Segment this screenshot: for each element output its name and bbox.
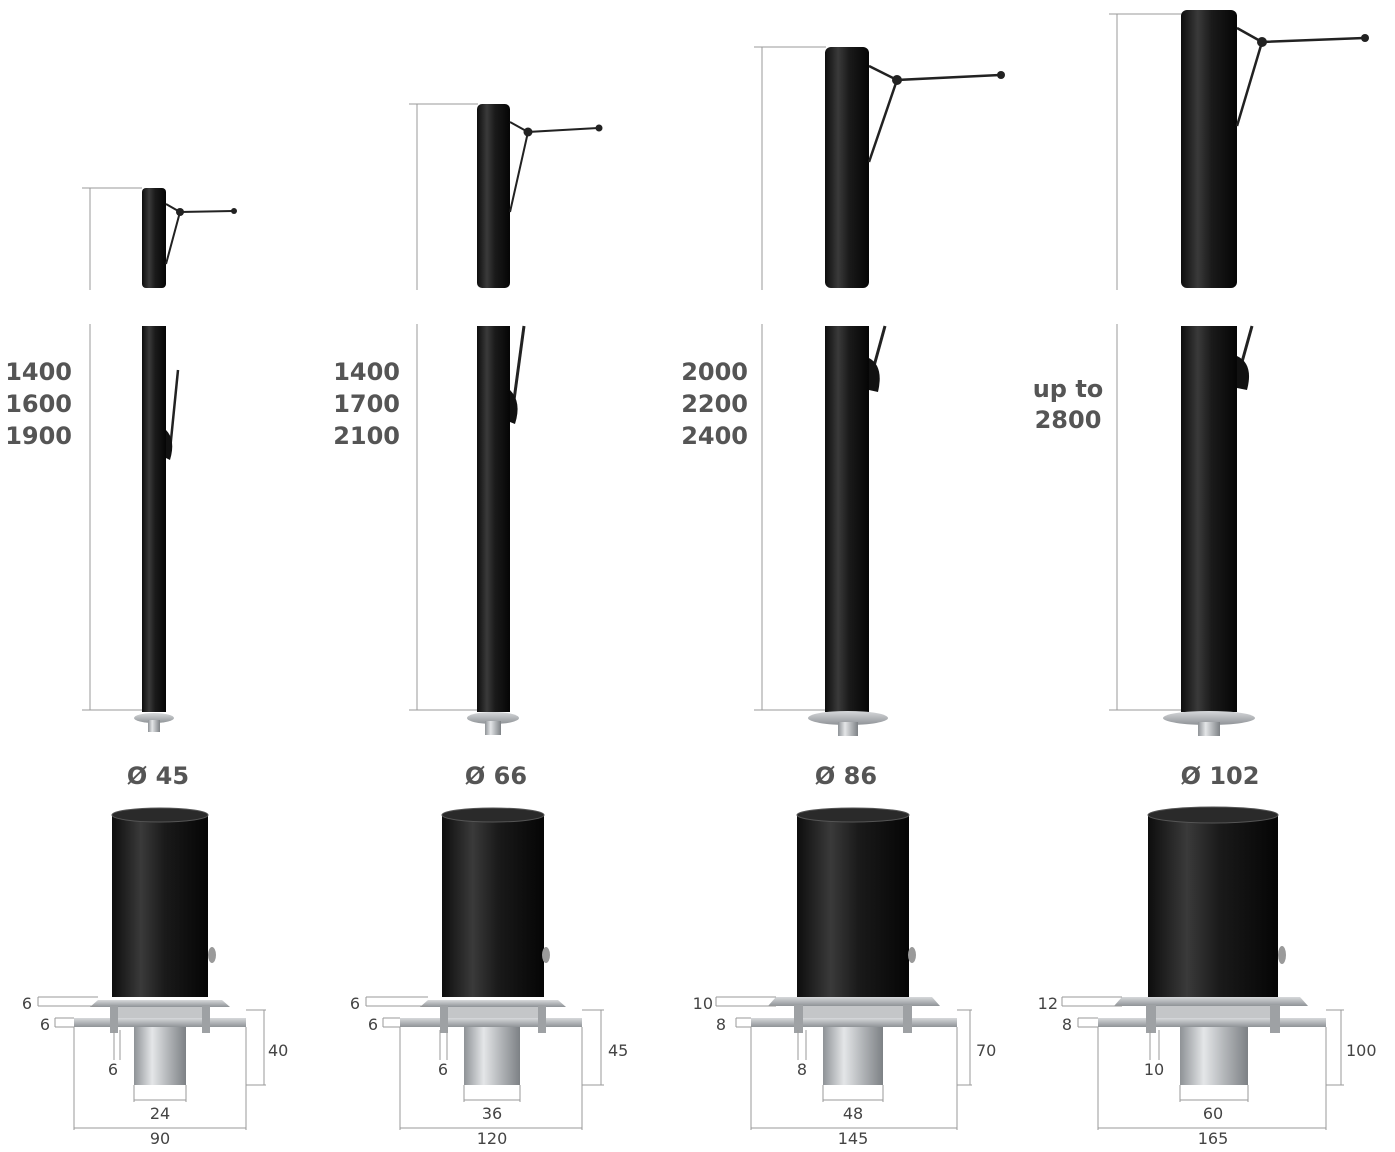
base-height-label: 100 — [1346, 1041, 1377, 1060]
bollard-pole-image — [134, 188, 237, 732]
plate-width-label: 165 — [1198, 1129, 1229, 1148]
height-option-label: 2200 — [681, 390, 748, 418]
product-4: up to 2800 Ø 102 — [1033, 10, 1377, 1148]
base-dimension-lines — [365, 996, 604, 1130]
height-option-label: 2100 — [333, 422, 400, 450]
bolt-size-label: 6 — [438, 1060, 448, 1079]
height-option-label: 2400 — [681, 422, 748, 450]
base-detail-image — [400, 807, 582, 1085]
top-plate-thickness-label: 10 — [693, 994, 713, 1013]
bolt-size-label: 8 — [797, 1060, 807, 1079]
top-plate-thickness-label: 6 — [22, 994, 32, 1013]
bottom-plate-thickness-label: 6 — [40, 1015, 50, 1034]
base-height-label: 70 — [976, 1041, 996, 1060]
top-plate-thickness-label: 6 — [350, 994, 360, 1013]
base-detail-image — [74, 807, 246, 1085]
bolt-size-label: 10 — [1144, 1060, 1164, 1079]
base-dimension-lines — [1061, 996, 1344, 1130]
bottom-plate-thickness-label: 8 — [1062, 1015, 1072, 1034]
height-dimension-line — [754, 46, 826, 711]
base-detail-image — [1098, 806, 1326, 1085]
spigot-width-label: 36 — [482, 1104, 502, 1123]
product-3: 2000 2200 2400 Ø 86 — [681, 46, 1005, 1148]
pole-break-gap — [0, 290, 1395, 324]
bottom-plate-thickness-label: 6 — [368, 1015, 378, 1034]
height-dimension-line — [82, 187, 142, 711]
plate-width-label: 145 — [838, 1129, 869, 1148]
product-2: 1400 1700 2100 Ø 66 — [333, 103, 628, 1148]
bollard-pole-image — [1163, 10, 1369, 736]
height-option-label: up to — [1033, 375, 1104, 403]
base-height-label: 40 — [268, 1041, 288, 1060]
height-option-label: 1900 — [5, 422, 72, 450]
height-option-label: 2000 — [681, 358, 748, 386]
height-option-label: 1700 — [333, 390, 400, 418]
spigot-width-label: 60 — [1203, 1104, 1223, 1123]
spigot-width-label: 24 — [150, 1104, 170, 1123]
diameter-label: Ø 86 — [815, 762, 877, 790]
height-option-label: 2800 — [1035, 406, 1102, 434]
base-dimension-lines — [715, 996, 972, 1130]
bollard-pole-image — [467, 104, 603, 735]
top-plate-thickness-label: 12 — [1038, 994, 1058, 1013]
base-dimension-lines — [37, 996, 266, 1130]
base-height-label: 45 — [608, 1041, 628, 1060]
height-option-label: 1600 — [5, 390, 72, 418]
plate-width-label: 90 — [150, 1129, 170, 1148]
height-option-label: 1400 — [5, 358, 72, 386]
height-dimension-line — [409, 103, 478, 711]
product-1: 1400 1600 1900 Ø 45 — [5, 187, 288, 1148]
diameter-label: Ø 66 — [465, 762, 527, 790]
diameter-label: Ø 45 — [127, 762, 189, 790]
spigot-width-label: 48 — [843, 1104, 863, 1123]
height-dimension-line — [1109, 13, 1182, 711]
diameter-label: Ø 102 — [1181, 762, 1260, 790]
plate-width-label: 120 — [477, 1129, 508, 1148]
bolt-size-label: 6 — [108, 1060, 118, 1079]
bollard-pole-image — [808, 47, 1005, 736]
base-detail-image — [751, 807, 957, 1085]
bottom-plate-thickness-label: 8 — [716, 1015, 726, 1034]
height-option-label: 1400 — [333, 358, 400, 386]
